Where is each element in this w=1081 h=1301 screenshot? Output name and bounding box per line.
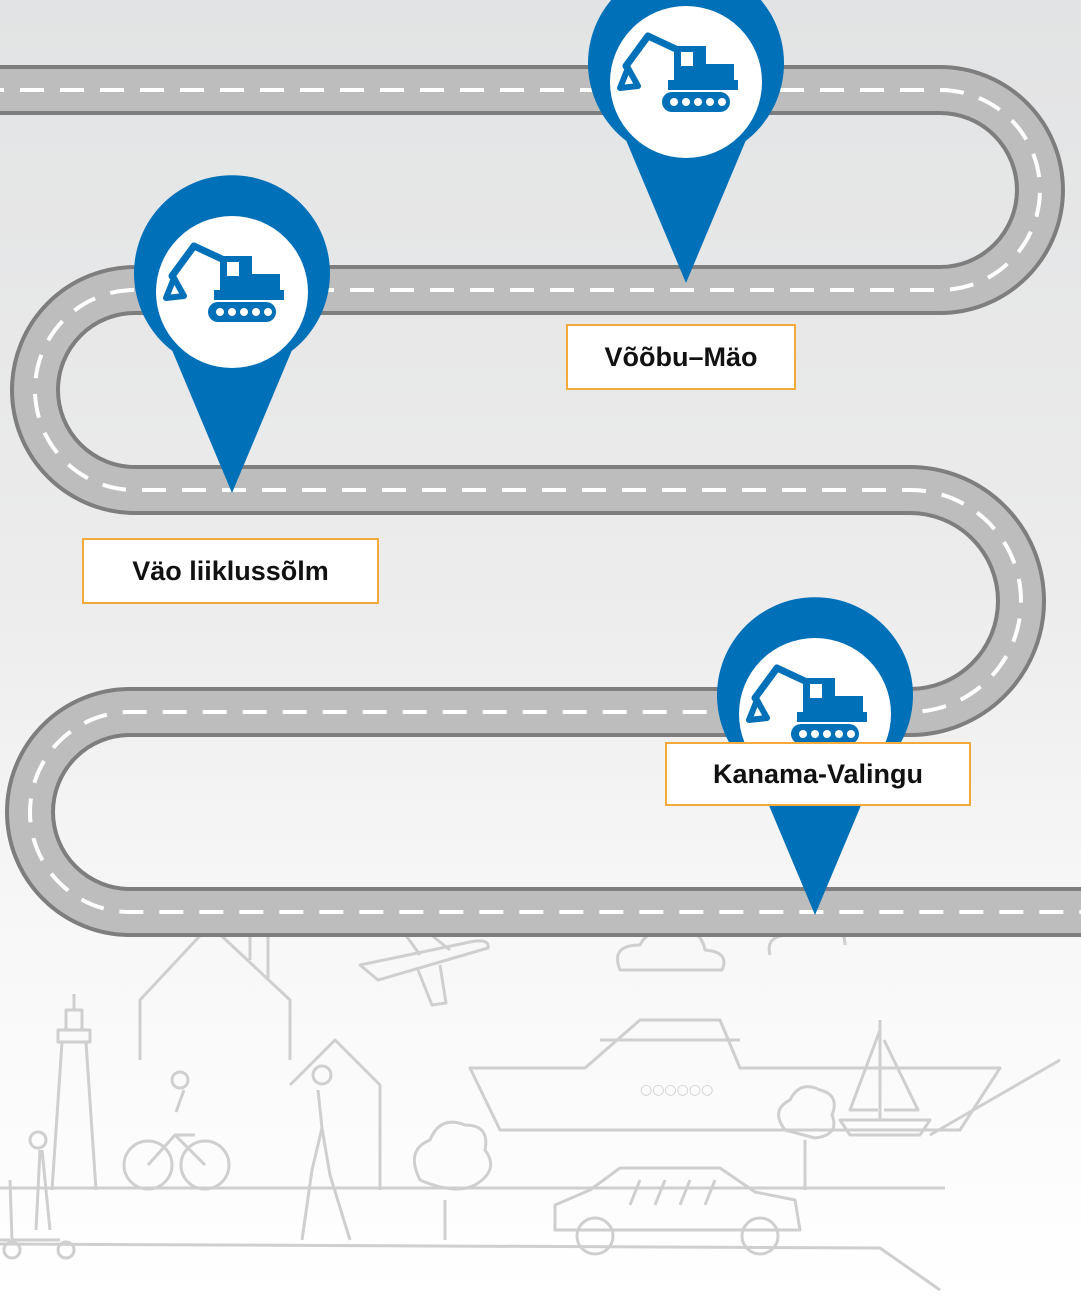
cyclist-outline	[146, 1070, 207, 1167]
location-pin	[134, 175, 330, 494]
scooter-rider-outline	[0, 1130, 60, 1242]
winding-road	[0, 65, 1081, 937]
skyline-background	[0, 916, 1061, 1292]
location-pin	[588, 0, 784, 283]
lighthouse-outline	[50, 994, 98, 1191]
cloud-outline	[616, 930, 726, 972]
ground-line-lower	[0, 1242, 941, 1292]
car-wheel	[740, 1216, 780, 1256]
scooter-wheel	[2, 1240, 22, 1260]
house-outline	[138, 923, 292, 1060]
tree-outline-2	[777, 1085, 836, 1190]
car-wheel	[575, 1216, 615, 1256]
shoreline	[929, 1058, 1061, 1137]
location-label-vao-liiklussolm: Väo liiklussõlm	[82, 538, 379, 604]
location-label-kanama-valingu: Kanama-Valingu	[665, 742, 971, 806]
location-label-voobu-mao: Võõbu–Mäo	[566, 324, 796, 390]
scooter-wheel	[56, 1240, 76, 1260]
car-outline	[553, 1166, 802, 1232]
ship-windows: ○○○○○○	[640, 1082, 713, 1098]
tree-outline	[412, 1120, 493, 1240]
bicycle-wheel	[122, 1139, 174, 1191]
bicycle-wheel	[179, 1139, 231, 1191]
ship-outline	[468, 1018, 1002, 1132]
sailboat-outline	[838, 1020, 932, 1137]
small-house-outline	[288, 1038, 382, 1190]
lane-marking	[0, 88, 1081, 914]
pedestrian-outline	[300, 1064, 352, 1241]
